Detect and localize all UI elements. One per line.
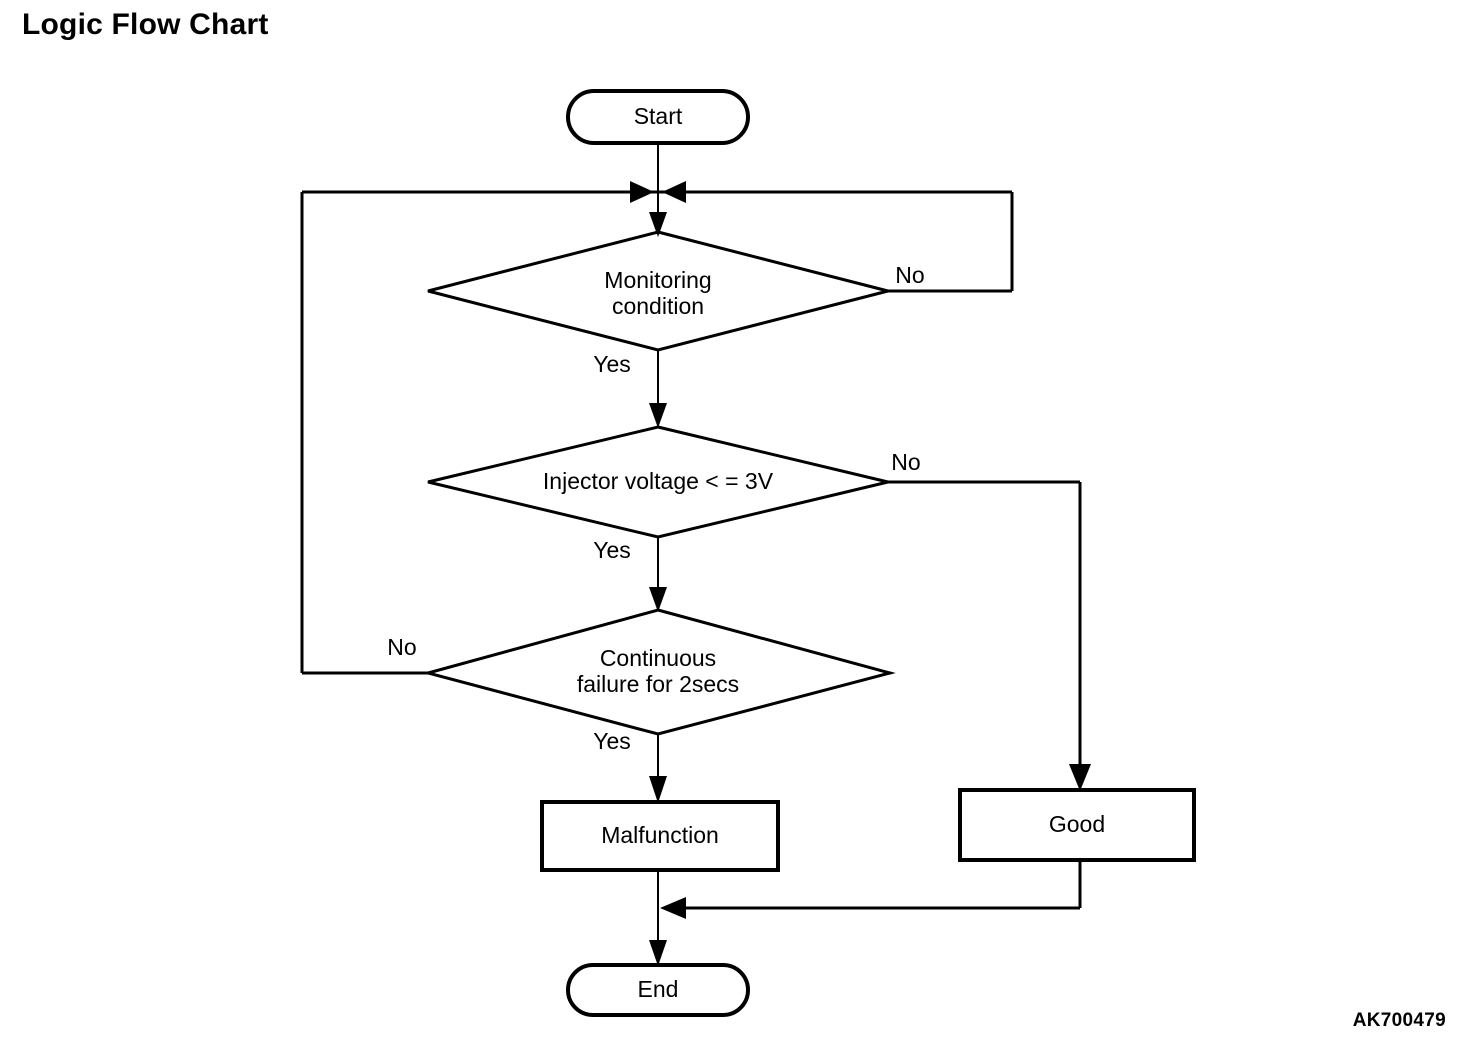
terminator-start-label: Start [634, 103, 683, 129]
terminator-end [566, 963, 750, 1017]
arrowhead-into-monitoring [649, 212, 667, 237]
terminator-end-label: End [638, 976, 679, 1002]
arrowhead-merge-from-right [662, 181, 686, 203]
process-good [958, 788, 1196, 862]
figure-code: AK700479 [1352, 1010, 1446, 1031]
page-title: Logic Flow Chart [22, 8, 269, 41]
process-malfunction [540, 800, 780, 872]
edge-label-continuous-no: No [387, 634, 416, 660]
process-good-label: Good [1049, 811, 1105, 837]
terminator-start [566, 89, 750, 145]
arrowhead-merge-from-left [630, 181, 654, 203]
decision-continuous-failure-label-line2: failure for 2secs [577, 671, 739, 697]
decision-continuous-failure-label-line1: Continuous [600, 645, 716, 671]
arrowhead-into-continuous [649, 587, 667, 612]
edge-label-continuous-yes: Yes [593, 728, 631, 754]
edge-label-voltage-no: No [891, 449, 920, 475]
decision-monitoring-label-line1: Monitoring [604, 267, 711, 293]
process-malfunction-label: Malfunction [601, 822, 719, 848]
arrowhead-good-merge [660, 897, 686, 919]
decision-monitoring-label-line2: condition [612, 293, 704, 319]
arrowhead-into-voltage [649, 403, 667, 428]
edge-label-monitoring-no: No [895, 262, 924, 288]
arrowhead-into-end [649, 940, 667, 966]
arrowhead-into-malfunction [649, 776, 667, 803]
edge-label-voltage-yes: Yes [593, 537, 631, 563]
arrowhead-into-good [1069, 764, 1091, 791]
edge-label-monitoring-yes: Yes [593, 351, 631, 377]
decision-injector-voltage-label: Injector voltage < = 3V [543, 468, 774, 494]
